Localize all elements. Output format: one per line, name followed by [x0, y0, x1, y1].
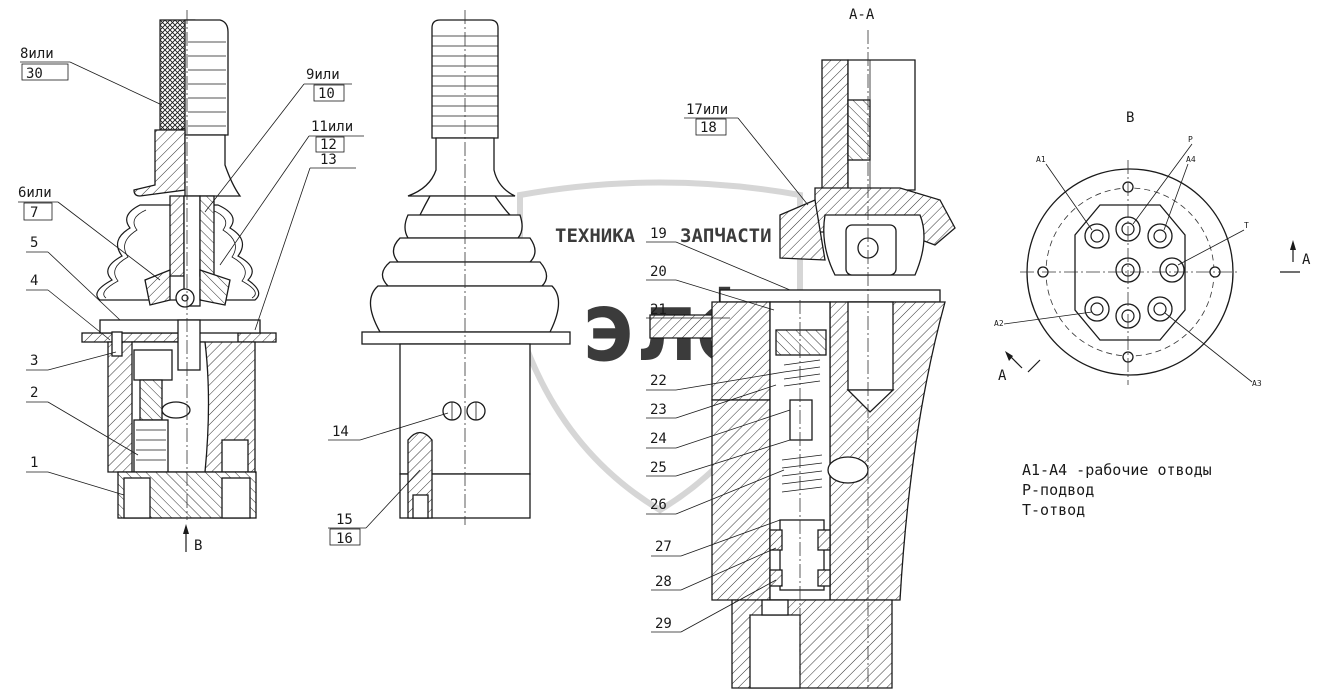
- section-a-left-label: А: [998, 368, 1007, 384]
- callout-23: 23: [650, 402, 667, 418]
- legend-line-2: Р-подвод: [1022, 481, 1094, 499]
- callout-25: 25: [650, 460, 667, 476]
- watermark-left-text: ТЕХНИКА: [555, 225, 636, 247]
- callout-5: 5: [30, 235, 38, 251]
- callout-11: 11или: [311, 119, 353, 135]
- callout-1: 1: [30, 455, 38, 471]
- port-label-a1: А1: [1036, 155, 1046, 164]
- callout-3: 3: [30, 353, 38, 369]
- port-label-t: Т: [1244, 221, 1249, 230]
- callouts-left: 8или 30 9или 10 11или 12 13 6или 7 5 4 3…: [18, 46, 364, 496]
- legend-line-3: Т-отвод: [1022, 501, 1085, 519]
- callout-14: 14: [332, 424, 349, 440]
- section-a-arrow-right: А: [1280, 240, 1311, 273]
- callouts-middle: 14 15 16: [328, 412, 449, 547]
- callout-18: 18: [700, 120, 717, 136]
- section-a-right-label: А: [1302, 252, 1311, 268]
- callout-24: 24: [650, 431, 667, 447]
- left-section-view: [81, 10, 277, 520]
- callout-2: 2: [30, 385, 38, 401]
- callout-28: 28: [655, 574, 672, 590]
- port-label-a4: А4: [1186, 155, 1196, 164]
- middle-exterior-view: [361, 10, 571, 525]
- callout-10: 10: [318, 86, 335, 102]
- callout-16: 16: [336, 531, 353, 547]
- callout-12: 12: [320, 137, 337, 153]
- callout-20: 20: [650, 264, 667, 280]
- callout-29: 29: [655, 616, 672, 632]
- section-a-arrow-left: А: [998, 351, 1041, 384]
- callout-8: 8или: [20, 46, 54, 62]
- section-title: А-А: [849, 7, 875, 23]
- callout-9: 9или: [306, 67, 340, 83]
- section-a-a-view: [649, 30, 956, 690]
- callout-30: 30: [26, 66, 43, 82]
- port-label-a3: А3: [1252, 379, 1262, 388]
- view-b: А1 Р А4 Т А2 А3: [994, 135, 1262, 388]
- callout-7: 7: [30, 205, 38, 221]
- legend: А1-А4 -рабочие отводы Р-подвод Т-отвод: [1022, 461, 1212, 519]
- callout-6: 6или: [18, 185, 52, 201]
- callout-13: 13: [320, 152, 337, 168]
- view-b-arrow: В: [183, 524, 202, 554]
- view-b-title: В: [1126, 110, 1134, 126]
- callouts-section: 17или 18 19 20 21 22 23 24 25 26 27 28: [646, 102, 809, 633]
- callout-27: 27: [655, 539, 672, 555]
- port-label-p: Р: [1188, 135, 1193, 144]
- callout-19: 19: [650, 226, 667, 242]
- callout-17: 17или: [686, 102, 728, 118]
- callout-21: 21: [650, 302, 667, 318]
- callout-15: 15: [336, 512, 353, 528]
- callout-4: 4: [30, 273, 38, 289]
- legend-line-1: А1-А4 -рабочие отводы: [1022, 461, 1212, 479]
- callout-22: 22: [650, 373, 667, 389]
- port-label-a2: А2: [994, 319, 1004, 328]
- callout-26: 26: [650, 497, 667, 513]
- view-b-arrow-label: В: [194, 538, 202, 554]
- watermark-right-text: ЗАПЧАСТИ: [680, 225, 772, 247]
